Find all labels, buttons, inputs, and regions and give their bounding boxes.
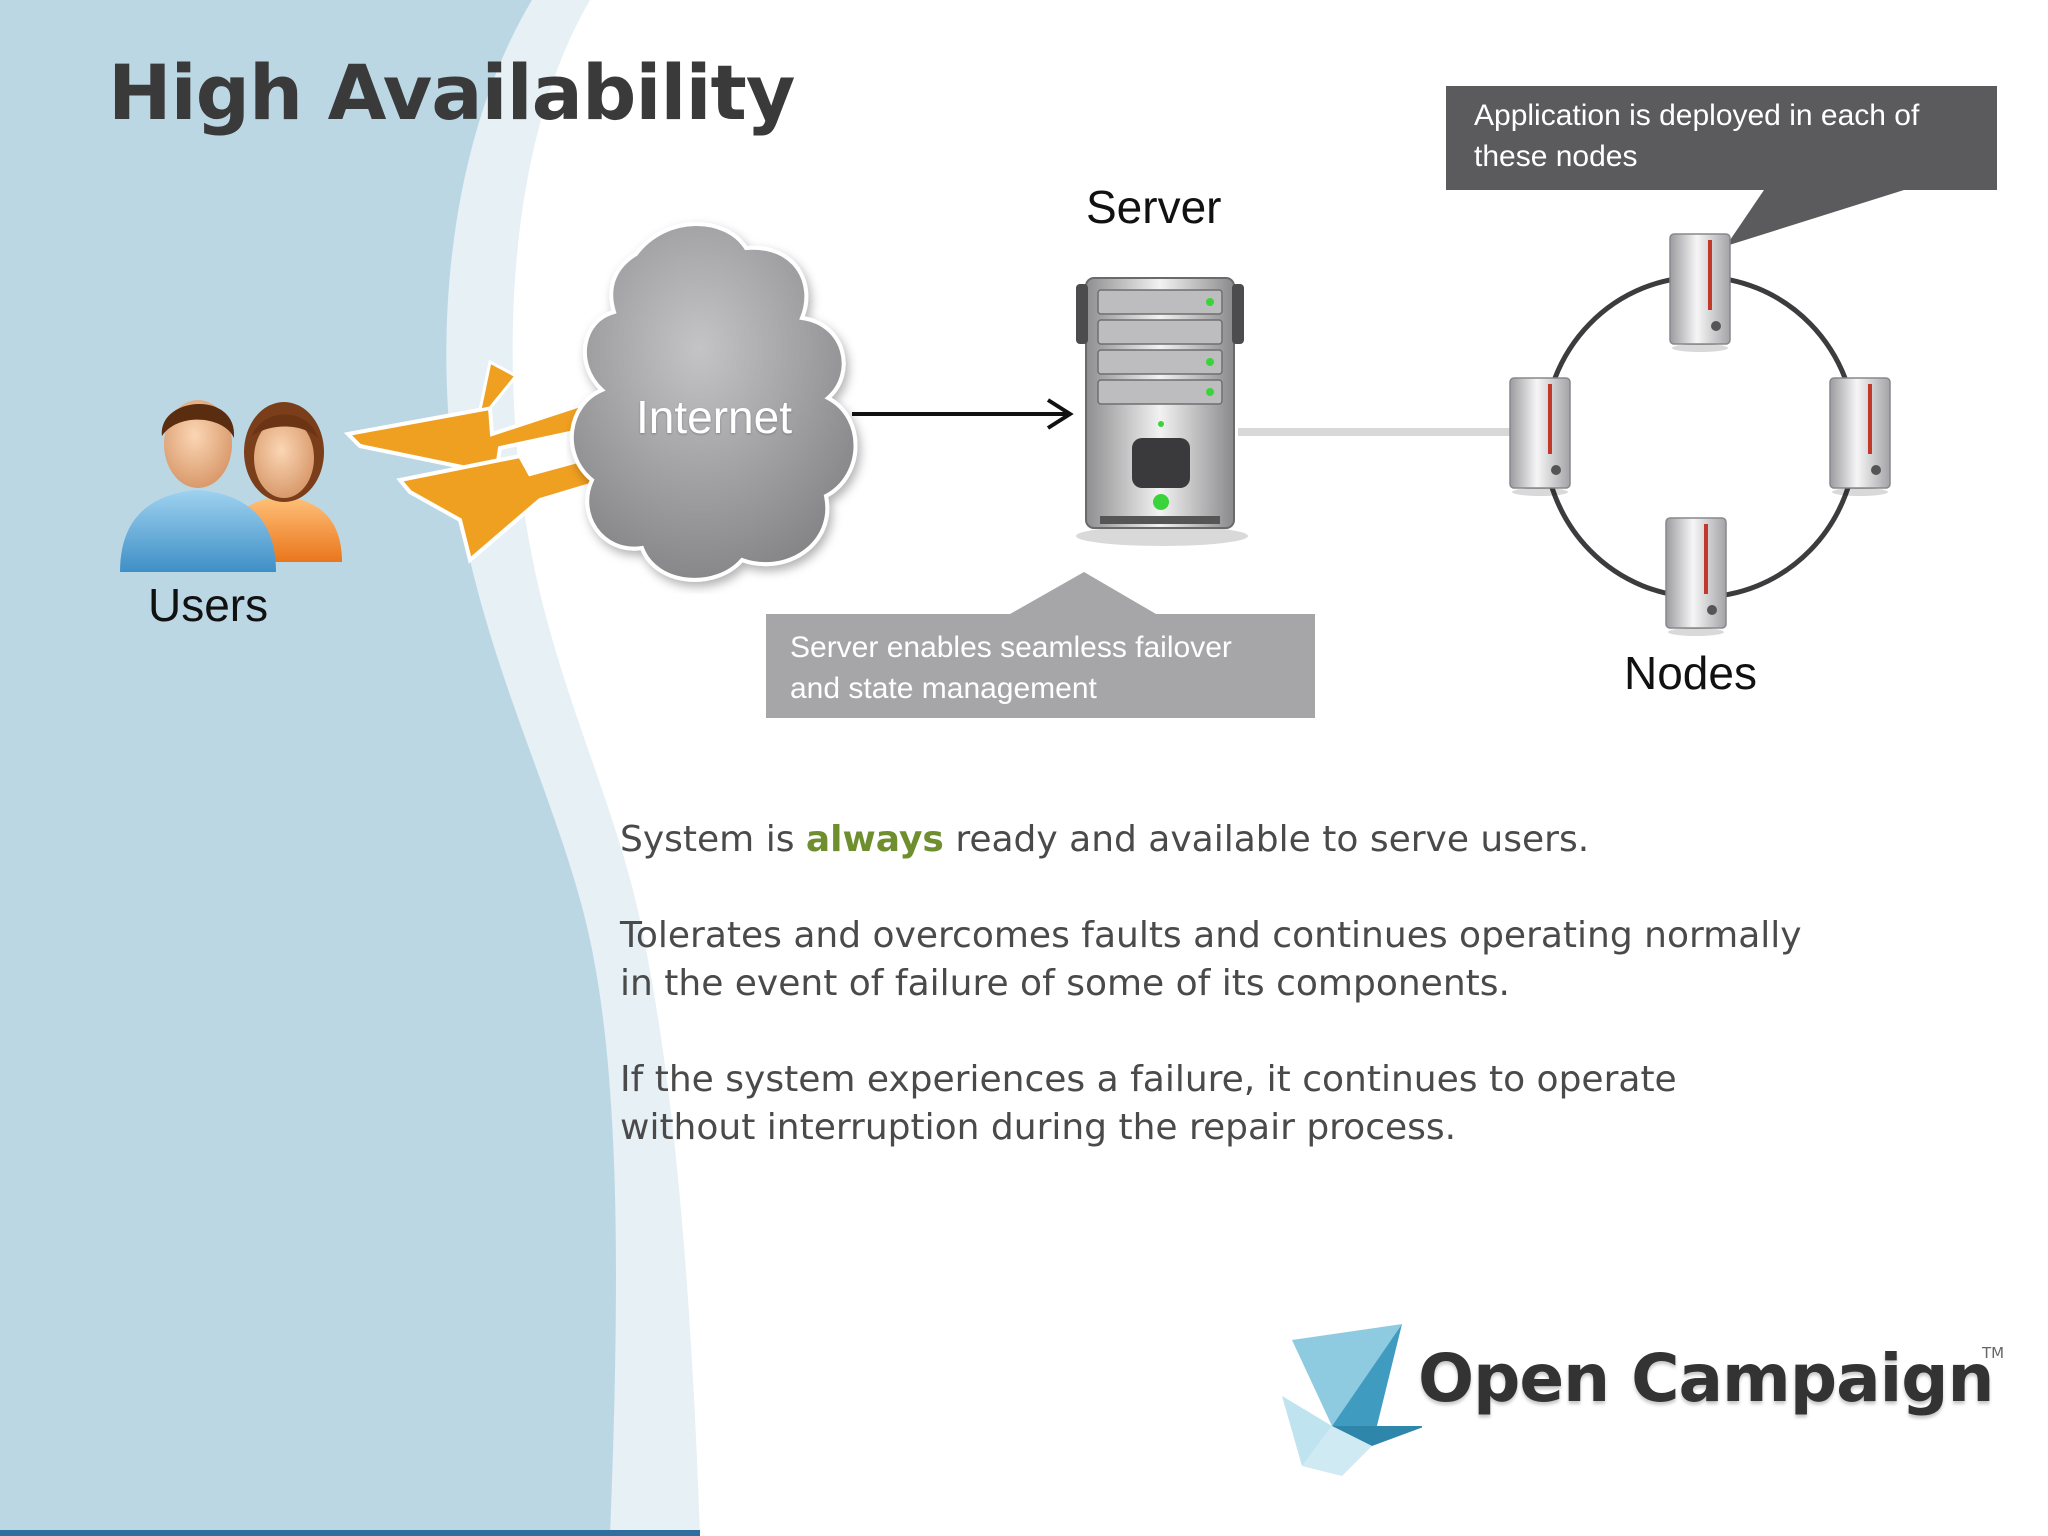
body-paragraph-1: System is always ready and available to …	[620, 816, 1589, 864]
body-p2-line1: Tolerates and overcomes faults and conti…	[620, 915, 1802, 956]
internet-label: Internet	[636, 391, 792, 443]
server-label: Server	[1086, 181, 1222, 233]
users-label: Users	[148, 579, 269, 631]
server-callout-line2: and state management	[790, 672, 1097, 705]
server-node-connector	[1238, 428, 1544, 436]
users-icon	[120, 400, 342, 572]
slide-title: High Availability	[108, 48, 795, 137]
body-p1-after: ready and available to serve users.	[943, 819, 1590, 860]
node-icon	[1669, 233, 1731, 353]
node-icon	[1829, 377, 1891, 497]
node-icon	[1665, 517, 1727, 637]
server-callout-box	[766, 572, 1315, 718]
server-callout-line1: Server enables seamless failover	[790, 631, 1232, 664]
nodes-callout-text: Application is deployed in each of these…	[1474, 95, 1919, 177]
nodes-callout-line2: these nodes	[1474, 140, 1638, 173]
open-campaign-logo-icon	[1282, 1324, 1422, 1476]
nodes-ring	[1509, 233, 1891, 637]
nodes-callout-box	[1446, 86, 1997, 246]
body-paragraph-3: If the system experiences a failure, it …	[620, 1056, 1677, 1152]
arrow-right-icon	[852, 398, 1074, 430]
body-p1-highlight: always	[805, 819, 944, 860]
body-p2-line2: in the event of failure of some of its c…	[620, 963, 1510, 1004]
node-icon	[1509, 377, 1571, 497]
server-icon	[1076, 277, 1248, 546]
body-p1-before: System is	[620, 819, 806, 860]
logo-tm: TM	[1982, 1344, 2005, 1362]
body-p3-line1: If the system experiences a failure, it …	[620, 1059, 1677, 1100]
server-callout-text: Server enables seamless failover and sta…	[790, 627, 1232, 709]
logo-wordmark: Open Campaign	[1418, 1340, 1994, 1417]
body-p3-line2: without interruption during the repair p…	[620, 1107, 1457, 1148]
nodes-label: Nodes	[1624, 647, 1757, 699]
internet-cloud-icon	[569, 222, 858, 582]
body-paragraph-2: Tolerates and overcomes faults and conti…	[620, 912, 1802, 1008]
nodes-callout-line1: Application is deployed in each of	[1474, 99, 1920, 132]
